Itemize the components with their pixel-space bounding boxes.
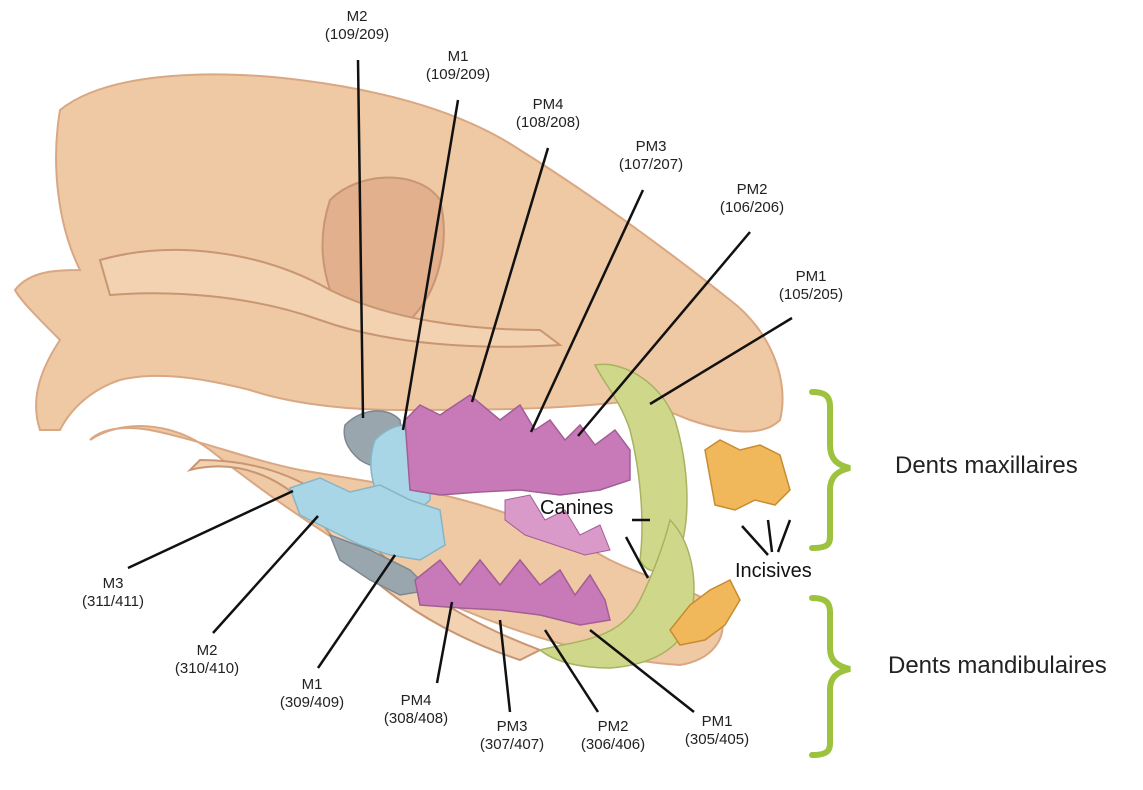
label-lower-pm3: PM3 (307/407) <box>480 718 544 754</box>
label-lower-pm1: PM1 (305/405) <box>685 713 749 749</box>
label-upper-pm1-name: PM1 <box>779 268 843 286</box>
label-upper-m1-name: M1 <box>426 48 490 66</box>
label-upper-m2-code: (109/209) <box>325 26 389 44</box>
label-upper-pm3-code: (107/207) <box>619 156 683 174</box>
label-incisives: Incisives <box>735 560 812 583</box>
label-lower-m2-code: (310/410) <box>175 660 239 678</box>
label-dents-maxillaires: Dents maxillaires <box>895 452 1078 480</box>
label-lower-pm4: PM4 (308/408) <box>384 692 448 728</box>
label-lower-m2-name: M2 <box>175 642 239 660</box>
label-lower-m1-name: M1 <box>280 676 344 694</box>
label-lower-m1-code: (309/409) <box>280 694 344 712</box>
label-lower-pm1-code: (305/405) <box>685 731 749 749</box>
label-upper-m2: M2 (109/209) <box>325 8 389 44</box>
label-upper-m1-code: (109/209) <box>426 66 490 84</box>
leader-incisives-3 <box>778 520 790 552</box>
label-upper-pm2-name: PM2 <box>720 181 784 199</box>
label-upper-pm4-code: (108/208) <box>516 114 580 132</box>
label-lower-m2: M2 (310/410) <box>175 642 239 678</box>
upper-incisors <box>705 440 790 510</box>
label-upper-pm3: PM3 (107/207) <box>619 138 683 174</box>
label-upper-pm1-code: (105/205) <box>779 286 843 304</box>
label-upper-pm4-name: PM4 <box>516 96 580 114</box>
label-lower-pm2-code: (306/406) <box>581 736 645 754</box>
label-upper-m1: M1 (109/209) <box>426 48 490 84</box>
label-upper-m2-name: M2 <box>325 8 389 26</box>
leader-m3-lower <box>128 491 293 568</box>
leader-m2-lower <box>213 516 318 633</box>
leader-pm3-lower <box>500 620 510 712</box>
label-upper-pm1: PM1 (105/205) <box>779 268 843 304</box>
label-lower-pm2: PM2 (306/406) <box>581 718 645 754</box>
label-lower-m1: M1 (309/409) <box>280 676 344 712</box>
label-canines: Canines <box>540 497 613 520</box>
mandibular-bracket <box>812 598 850 755</box>
leader-m1-lower <box>318 555 395 668</box>
label-lower-pm2-name: PM2 <box>581 718 645 736</box>
label-upper-pm3-name: PM3 <box>619 138 683 156</box>
label-upper-pm2: PM2 (106/206) <box>720 181 784 217</box>
label-lower-pm3-name: PM3 <box>480 718 544 736</box>
label-lower-pm4-name: PM4 <box>384 692 448 710</box>
label-lower-m3-name: M3 <box>82 575 144 593</box>
label-dents-mandibulaires: Dents mandibulaires <box>888 652 1107 680</box>
label-lower-pm4-code: (308/408) <box>384 710 448 728</box>
maxillary-bracket <box>812 392 850 548</box>
label-lower-pm3-code: (307/407) <box>480 736 544 754</box>
label-upper-pm2-code: (106/206) <box>720 199 784 217</box>
label-upper-pm4: PM4 (108/208) <box>516 96 580 132</box>
label-lower-m3: M3 (311/411) <box>82 575 144 611</box>
leader-incisives-2 <box>768 520 772 552</box>
leader-incisives-1 <box>742 526 768 555</box>
label-lower-m3-code: (311/411) <box>82 593 144 611</box>
label-lower-pm1-name: PM1 <box>685 713 749 731</box>
